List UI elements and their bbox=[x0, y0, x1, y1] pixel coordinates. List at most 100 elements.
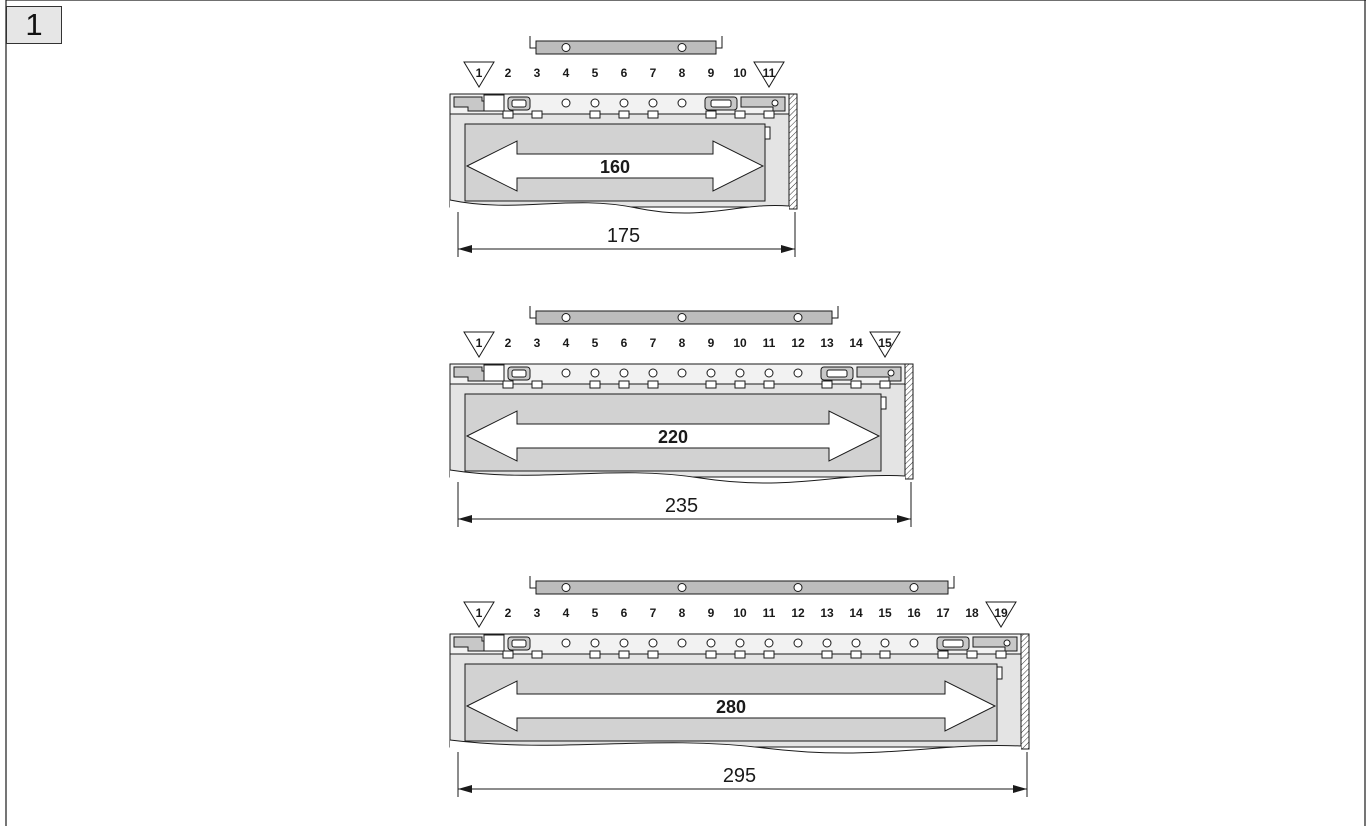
rail-hole bbox=[793, 368, 803, 378]
rail-hole bbox=[706, 368, 716, 378]
rail-clip bbox=[763, 650, 775, 659]
inner-dimension-label: 160 bbox=[600, 157, 630, 177]
slot-number: 13 bbox=[820, 606, 834, 620]
inner-width-arrow bbox=[465, 680, 997, 732]
rail-clip bbox=[966, 650, 978, 659]
inner-dimension-label: 220 bbox=[658, 427, 688, 447]
slot-number: 1 bbox=[476, 66, 483, 80]
mounting-bar-hole bbox=[561, 583, 571, 592]
left-bracket-notch bbox=[483, 94, 505, 112]
break-mask bbox=[450, 200, 789, 230]
slot-number: 3 bbox=[534, 606, 541, 620]
slot-number: 7 bbox=[650, 336, 657, 350]
rail-hole bbox=[851, 638, 861, 648]
break-line bbox=[449, 469, 906, 484]
rail-hole bbox=[590, 638, 600, 648]
rail-clip bbox=[589, 110, 601, 119]
dimension-arrow-right bbox=[781, 245, 795, 253]
rail-hole bbox=[619, 638, 629, 648]
rail-hole bbox=[735, 638, 745, 648]
rail-clip bbox=[850, 650, 862, 659]
slot-number: 10 bbox=[733, 606, 747, 620]
rail-hole bbox=[735, 368, 745, 378]
rail-hole bbox=[648, 638, 658, 648]
inner-latch bbox=[880, 396, 887, 410]
slot-number: 15 bbox=[878, 606, 892, 620]
outer-dimension-label: 235 bbox=[665, 495, 698, 517]
right-bracket-hole bbox=[1003, 639, 1011, 647]
rail-hole bbox=[561, 638, 571, 648]
outer-dimension-label: 175 bbox=[607, 225, 640, 247]
rail-clip bbox=[502, 650, 514, 659]
rail-clip bbox=[763, 380, 775, 389]
rail-hole bbox=[677, 368, 687, 378]
slot-number: 6 bbox=[621, 606, 628, 620]
inner-dimension-label: 280 bbox=[716, 697, 746, 717]
right-connector-port bbox=[942, 639, 964, 648]
rail-clip bbox=[763, 110, 775, 119]
slot-number: 4 bbox=[563, 336, 570, 350]
mounting-bar-hole bbox=[677, 43, 687, 52]
dimension-arrow-left bbox=[458, 515, 472, 523]
rail-hole bbox=[619, 368, 629, 378]
slot-number: 13 bbox=[820, 336, 834, 350]
right-connector-port bbox=[710, 99, 732, 108]
slot-number: 9 bbox=[708, 606, 715, 620]
rail-clip bbox=[647, 650, 659, 659]
slot-number: 10 bbox=[733, 336, 747, 350]
inner-width-arrow bbox=[465, 410, 881, 462]
end-plate-hatched bbox=[904, 363, 914, 480]
slot-number: 15 bbox=[878, 336, 892, 350]
left-connector-port bbox=[511, 369, 527, 378]
slot-number: 8 bbox=[679, 66, 686, 80]
rail-hole bbox=[677, 98, 687, 108]
slot-number: 3 bbox=[534, 66, 541, 80]
dimension-arrow-right bbox=[897, 515, 911, 523]
slot-number: 7 bbox=[650, 66, 657, 80]
mounting-bar-hole bbox=[793, 313, 803, 322]
slot-number: 6 bbox=[621, 66, 628, 80]
slot-number: 12 bbox=[791, 606, 805, 620]
rail-clip bbox=[531, 380, 543, 389]
left-bracket-notch bbox=[483, 364, 505, 382]
rail-clip bbox=[705, 650, 717, 659]
mounting-bar-hole bbox=[677, 313, 687, 322]
mounting-bar-left-hook bbox=[529, 306, 536, 319]
slot-number: 9 bbox=[708, 336, 715, 350]
slot-number: 4 bbox=[563, 606, 570, 620]
rail-clip bbox=[647, 110, 659, 119]
slot-number: 1 bbox=[476, 336, 483, 350]
rail-clip bbox=[502, 110, 514, 119]
mounting-bar-right-hook bbox=[832, 306, 839, 319]
inner-latch bbox=[996, 666, 1003, 680]
rail-clip bbox=[879, 380, 891, 389]
rail-clip bbox=[531, 650, 543, 659]
rail-clip bbox=[821, 650, 833, 659]
mounting-bar-hole bbox=[677, 583, 687, 592]
slot-number: 9 bbox=[708, 66, 715, 80]
rail-hole bbox=[880, 638, 890, 648]
rail-hole bbox=[764, 638, 774, 648]
break-line bbox=[449, 199, 790, 214]
rail-clip bbox=[502, 380, 514, 389]
rail-clip bbox=[850, 380, 862, 389]
slot-marker-triangle bbox=[463, 601, 495, 628]
slot-number: 1 bbox=[476, 606, 483, 620]
slot-number: 16 bbox=[907, 606, 921, 620]
slot-number: 2 bbox=[505, 66, 512, 80]
slot-number: 19 bbox=[994, 606, 1008, 620]
slot-number: 8 bbox=[679, 606, 686, 620]
rail-clip bbox=[734, 380, 746, 389]
mounting-bar-hole bbox=[909, 583, 919, 592]
rail-hole bbox=[619, 98, 629, 108]
slot-number: 2 bbox=[505, 606, 512, 620]
slot-number: 2 bbox=[505, 336, 512, 350]
right-bracket-hole bbox=[887, 369, 895, 377]
slot-number: 11 bbox=[763, 336, 776, 350]
rail-clip bbox=[995, 650, 1007, 659]
slot-number: 11 bbox=[763, 606, 776, 620]
